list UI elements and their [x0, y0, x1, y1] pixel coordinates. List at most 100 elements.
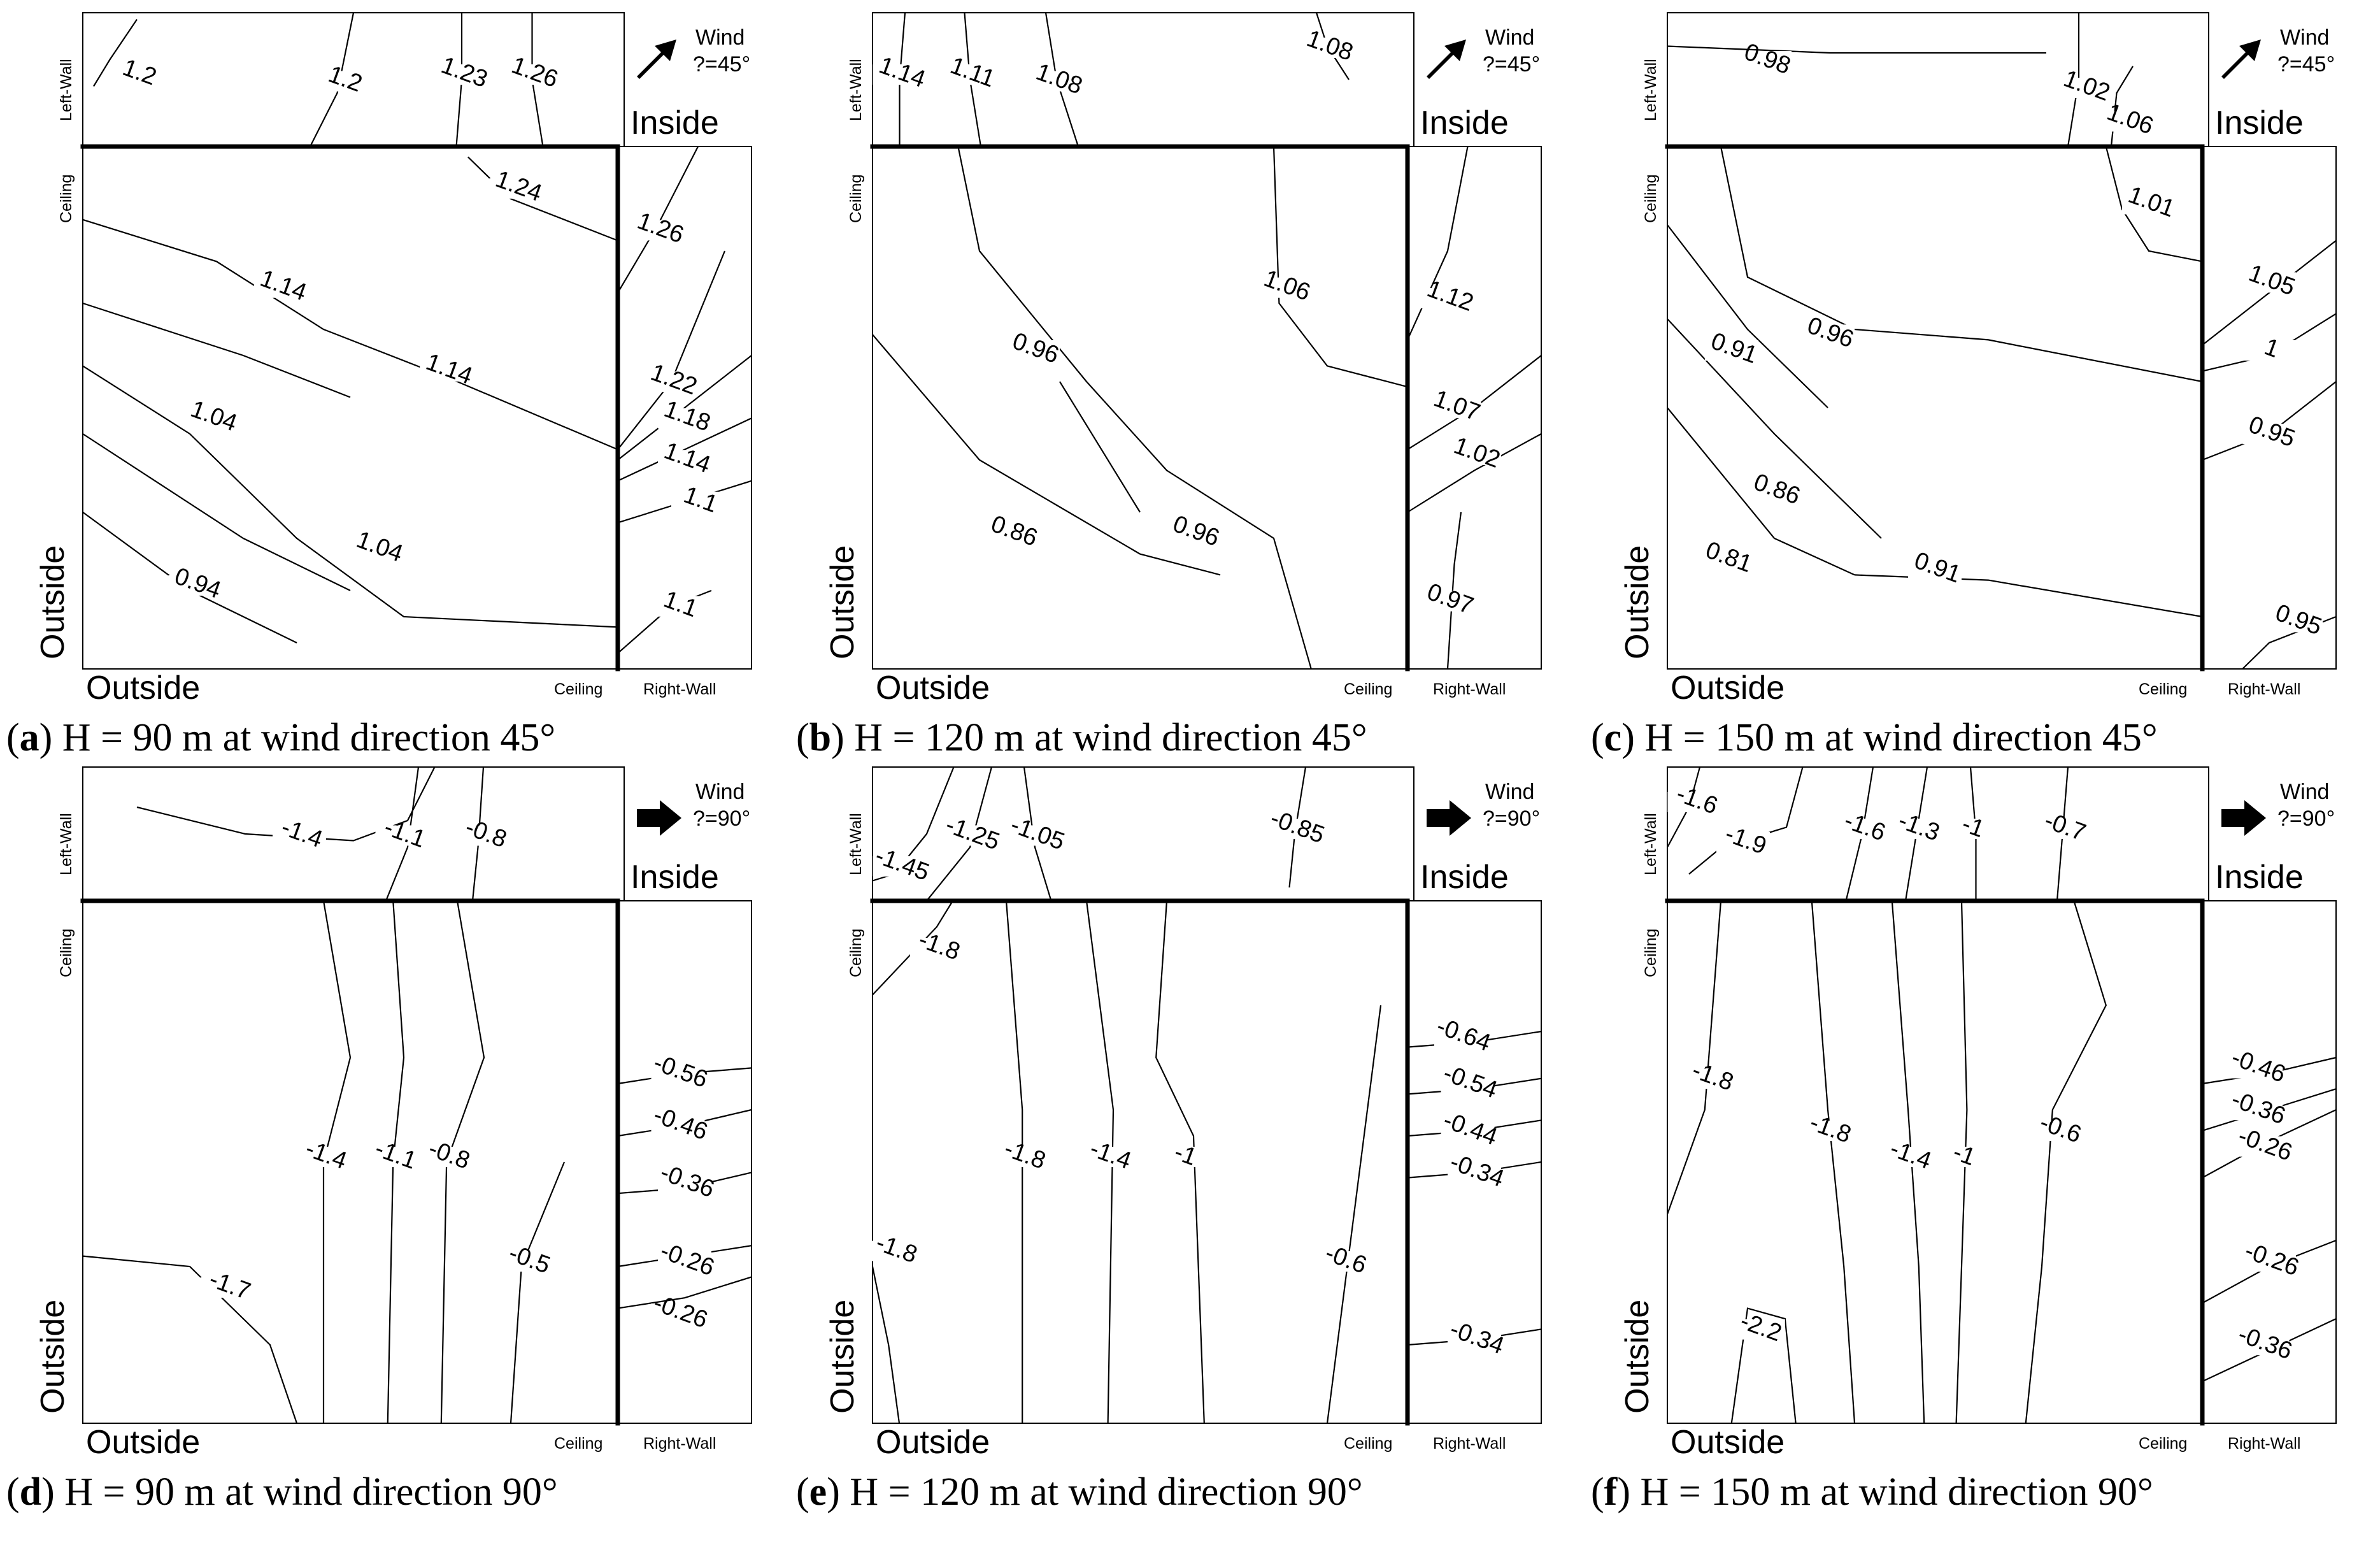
right-wall-label: Right-Wall [1433, 680, 1506, 698]
left-wall-label-bg-3 [1890, 819, 1943, 839]
caption-part: c [1604, 716, 1622, 759]
caption: (d) H = 90 m at wind direction 90° [6, 1470, 558, 1514]
left-wall-label-bg-4 [1944, 819, 1997, 839]
right-wall-contour-2 [1407, 433, 1542, 513]
ceiling-contour-3 [509, 1161, 566, 1424]
ceiling-contour-2 [1085, 900, 1115, 1424]
wind-arrow-icon [1427, 39, 1466, 79]
left-wall-label-bg-3 [1268, 819, 1322, 839]
ceiling-contour-0 [467, 156, 618, 241]
ceiling-label-left: Ceiling [847, 929, 865, 977]
right-wall-contour-label-5: 1.1 [660, 586, 701, 623]
right-wall-label-bg-4 [671, 491, 725, 512]
left-wall-label-bg-2 [2100, 111, 2155, 132]
right-wall-contour-label-2: -0.44 [1440, 1107, 1501, 1151]
ceiling-label-bg-0 [2122, 194, 2176, 215]
caption-part: ) H = 150 m at wind direction 90° [1617, 1470, 2153, 1514]
left-wall-contour-2 [1023, 766, 1052, 901]
left-wall-contour-0 [872, 766, 955, 882]
right-wall-label: Right-Wall [643, 680, 716, 698]
left-wall-label: Left-Wall [57, 813, 75, 875]
ceiling-label-bg-2 [1081, 1147, 1135, 1167]
ceiling-contour-label-2: -0.8 [425, 1135, 473, 1175]
left-wall-label-bg-2 [1008, 825, 1062, 846]
right-wall-contour-label-1: -0.36 [2228, 1086, 2289, 1130]
left-wall-label-bg-2 [457, 825, 510, 846]
ceiling-label-bg-4 [2031, 1121, 2085, 1141]
right-wall-label-bg-0 [2229, 1058, 2283, 1079]
ceiling-contour-2 [440, 900, 485, 1424]
right-wall-label: Right-Wall [2228, 680, 2300, 698]
ceiling-label-bg-2 [420, 1147, 474, 1167]
left-wall-contour-label-2: 1.23 [438, 52, 491, 93]
left-wall-contour-label-5: -0.7 [2041, 807, 2090, 847]
right-wall-label-bg-3 [2269, 612, 2323, 633]
ceiling-contour-0 [2105, 146, 2203, 262]
right-wall-contour-label-1: -0.54 [1440, 1059, 1501, 1103]
ceiling-label-bottom: Ceiling [2139, 1435, 2187, 1453]
left-wall-label: Left-Wall [1642, 59, 1660, 121]
wind-angle-label: ?=45° [693, 52, 750, 76]
left-wall-label-bg-0 [1667, 792, 1721, 812]
ceiling-label-bg-2 [1704, 340, 1758, 361]
left-wall-contour-label-2: 1.06 [2104, 99, 2157, 140]
right-wall-frame [617, 900, 752, 1424]
left-wall-contour-0 [1667, 45, 2046, 54]
right-wall-contour-label-4: -0.34 [1446, 1316, 1507, 1360]
left-wall-contour-label-2: 1.08 [1032, 59, 1086, 100]
ceiling-label-bg-1 [366, 1147, 420, 1167]
ceiling-label-bg-3 [500, 1251, 554, 1272]
ceiling-contour-1 [1720, 146, 2203, 383]
ceiling-label-bg-1 [253, 277, 308, 298]
ceiling-contour-label-3: -0.5 [505, 1240, 553, 1279]
corner-edge [870, 144, 1410, 671]
caption: (f) H = 150 m at wind direction 90° [1591, 1470, 2153, 1514]
outside-label-bottom: Outside [1671, 1424, 1785, 1461]
right-wall-label: Right-Wall [643, 1435, 716, 1453]
ceiling-contour-3 [1667, 318, 1882, 539]
ceiling-label-left: Ceiling [57, 929, 75, 977]
outside-label-left: Outside [824, 545, 861, 659]
outside-label-left: Outside [34, 545, 71, 659]
ceiling-contour-label-4: -1.7 [206, 1266, 254, 1305]
wind-arrow-icon [2221, 800, 2266, 836]
left-wall-contour-label-1: -1.1 [381, 814, 429, 853]
ceiling-contour-3 [1155, 900, 1205, 1424]
left-wall-label-bg-1 [943, 825, 997, 846]
caption: (b) H = 120 m at wind direction 45° [796, 716, 1367, 759]
outside-label-bottom: Outside [1671, 670, 1785, 707]
ceiling-contour-4 [1326, 1005, 1382, 1424]
ceiling-label-bottom: Ceiling [554, 680, 602, 698]
left-wall-contour-label-0: -1.6 [1673, 780, 1721, 820]
right-wall-label-bg-1 [1427, 398, 1481, 419]
right-wall-label-bg-2 [2235, 1136, 2290, 1157]
ceiling-contour-1 [82, 219, 618, 450]
corner-edge [80, 144, 620, 671]
wind-label: Wind [695, 25, 745, 50]
ceiling-contour-1 [387, 900, 405, 1424]
ceiling-contour-label-1: 1.14 [257, 265, 310, 306]
caption-part: a [20, 716, 39, 759]
ceiling-label-bg-4 [1316, 1251, 1371, 1272]
caption: (a) H = 90 m at wind direction 45° [6, 716, 555, 759]
ceiling-frame [1667, 146, 2203, 670]
panel-d: -1.4-1.1-0.8-1.4-1.1-0.8-0.5-1.7-0.56-0.… [6, 766, 752, 1514]
right-wall-label-bg-4 [1448, 1330, 1501, 1350]
left-wall-label: Left-Wall [847, 59, 865, 121]
caption-part: ( [1591, 716, 1604, 759]
right-wall-label-bg-0 [651, 1063, 705, 1084]
wind-arrow-icon [637, 39, 676, 79]
right-wall-label-bg-1 [645, 371, 698, 392]
left-wall-contour-1 [926, 766, 993, 901]
right-wall-contour-label-3: -0.34 [1446, 1149, 1507, 1193]
right-wall-label-bg-2 [658, 1173, 711, 1193]
ceiling-contour-2 [1667, 224, 1828, 408]
right-wall-label-bg-5 [651, 596, 705, 617]
ceiling-label-left: Ceiling [1642, 175, 1660, 223]
caption-part: ) H = 120 m at wind direction 45° [831, 716, 1367, 759]
ceiling-contour-3 [1955, 900, 1968, 1424]
right-wall-contour-0 [2202, 240, 2337, 346]
